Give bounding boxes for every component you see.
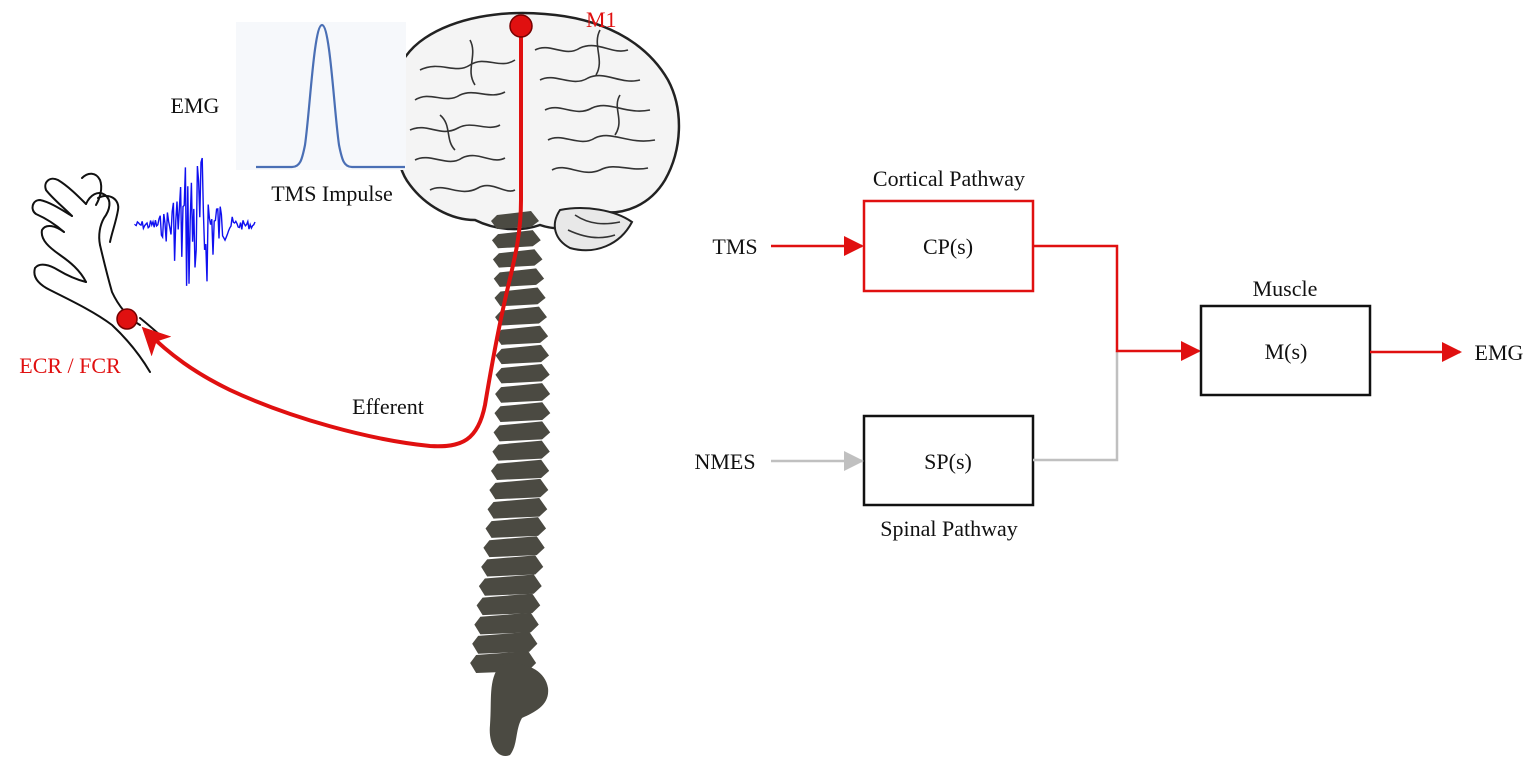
vertebra xyxy=(494,287,546,307)
m1-label: M1 xyxy=(586,7,617,32)
vertebra xyxy=(494,402,551,423)
vertebra xyxy=(492,440,550,461)
vertebra xyxy=(495,383,551,403)
tms-input-label: TMS xyxy=(712,234,757,259)
vertebra xyxy=(491,211,539,229)
ecr-fcr-label: ECR / FCR xyxy=(19,353,121,378)
vertebra xyxy=(487,497,548,519)
vertebra xyxy=(478,574,542,596)
cortical-pathway-block xyxy=(862,199,1035,293)
vertebra xyxy=(495,344,550,365)
vertebra xyxy=(483,536,545,558)
sacrum xyxy=(489,663,549,756)
tms-impulse-waveform xyxy=(236,22,406,170)
vertebra xyxy=(492,249,543,268)
cortical-transfer-function: CP(s) xyxy=(923,234,973,259)
vertebra xyxy=(493,268,545,287)
efferent-label: Efferent xyxy=(352,394,424,419)
m1-stimulation-site xyxy=(509,14,533,38)
vertebra xyxy=(472,631,538,654)
muscle-transfer-function: M(s) xyxy=(1265,339,1308,364)
spinal-column-illustration xyxy=(470,211,551,756)
vertebra xyxy=(476,593,541,616)
efferent-nerve-path xyxy=(141,28,523,449)
cortical-to-muscle-connector xyxy=(1033,244,1201,361)
ecr-fcr-electrode xyxy=(116,308,138,330)
spinal-transfer-function: SP(s) xyxy=(924,449,972,474)
tms-impulse-label: TMS Impulse xyxy=(271,181,393,206)
nmes-input-label: NMES xyxy=(694,449,755,474)
vertebra xyxy=(489,478,549,500)
spinal-pathway-title: Spinal Pathway xyxy=(880,516,1018,541)
vertebra xyxy=(495,325,549,345)
emg-illustration-label: EMG xyxy=(171,93,220,118)
vertebra xyxy=(490,459,550,480)
muscle-block xyxy=(1199,304,1372,397)
emg-trace xyxy=(134,157,256,286)
vertebra xyxy=(481,555,544,577)
vertebra xyxy=(495,306,547,326)
vertebra xyxy=(474,612,539,635)
brain-illustration xyxy=(390,11,681,252)
emg-signal-burst xyxy=(134,157,256,286)
vertebra xyxy=(493,421,551,442)
cortical-pathway-title: Cortical Pathway xyxy=(873,166,1025,191)
emg-output-label: EMG xyxy=(1475,340,1524,365)
hand-illustration xyxy=(31,172,161,373)
vertebra xyxy=(495,364,550,384)
vertebra xyxy=(485,517,547,538)
muscle-title: Muscle xyxy=(1253,276,1318,301)
spinal-to-summing-connector xyxy=(1033,351,1119,462)
